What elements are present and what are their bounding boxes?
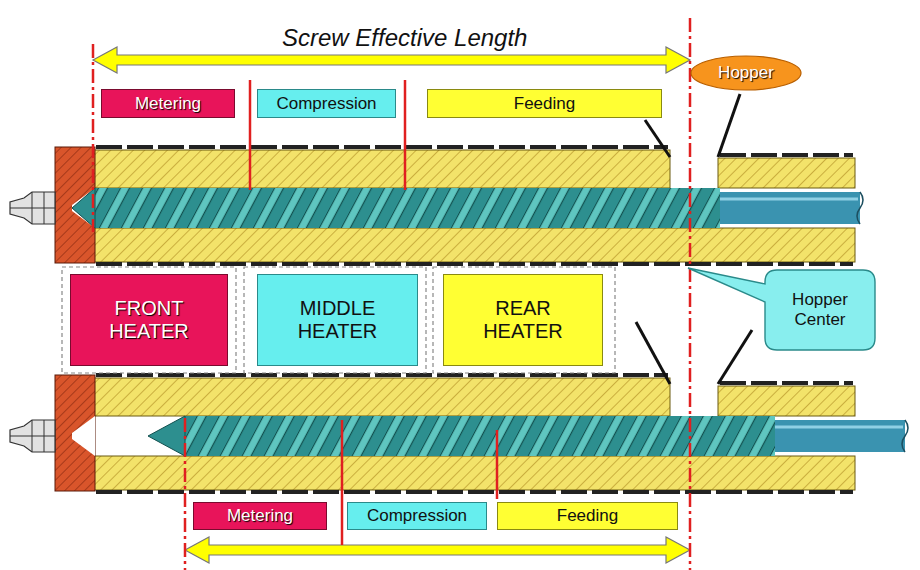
shaft-break xyxy=(857,192,863,224)
screw-shaft xyxy=(720,192,860,224)
hopper-wall xyxy=(645,120,670,157)
hopper-ellipse: Hopper xyxy=(690,55,802,91)
screw-shaft xyxy=(775,420,905,452)
hopper-wall xyxy=(718,330,752,384)
hopper-shape xyxy=(691,56,801,90)
screw-flights xyxy=(185,416,775,456)
node-text: Feeding xyxy=(514,94,575,114)
heater-box: MIDDLE HEATER xyxy=(257,274,418,366)
section-label: Compression xyxy=(257,89,396,118)
section-label: Metering xyxy=(193,502,327,530)
node-text: Compression xyxy=(276,94,376,114)
section-label: Metering xyxy=(101,89,235,118)
callout-box: Hopper Center xyxy=(765,270,875,350)
section-line xyxy=(92,44,95,232)
node-text: Hopper xyxy=(718,63,774,83)
screw-flights xyxy=(95,188,720,228)
dimension-label: Screw Effective Length xyxy=(282,24,527,52)
shaft-highlight xyxy=(775,426,903,429)
section-line xyxy=(496,430,499,499)
section-label: Feeding xyxy=(497,502,678,530)
section-label: Feeding xyxy=(427,89,662,118)
section-line xyxy=(404,80,407,190)
shaft-break xyxy=(902,420,908,452)
node-text: MIDDLE HEATER xyxy=(283,297,393,343)
section-label: Compression xyxy=(347,502,487,530)
shaft-highlight xyxy=(720,198,858,201)
section-line xyxy=(184,418,187,570)
callout-shape xyxy=(688,268,875,350)
length-arrow xyxy=(185,537,690,563)
heater-zone xyxy=(244,267,426,373)
node-text: Metering xyxy=(135,94,201,114)
node-text: Feeding xyxy=(557,506,618,526)
barrel xyxy=(10,375,855,492)
node-text: REAR HEATER xyxy=(468,297,578,343)
heater-zone xyxy=(433,267,615,373)
screw-tip xyxy=(148,416,185,456)
node-text: FRONT HEATER xyxy=(94,297,204,343)
heater-box: FRONT HEATER xyxy=(70,274,228,366)
hopper-wall xyxy=(718,94,740,157)
section-line xyxy=(341,420,344,545)
node-text: Metering xyxy=(227,506,293,526)
screw-tip xyxy=(72,188,95,228)
node-text: Hopper Center xyxy=(780,290,860,329)
section-line xyxy=(249,80,252,190)
heater-zone xyxy=(62,267,236,373)
hopper-wall xyxy=(636,322,670,384)
heater-box: REAR HEATER xyxy=(443,274,603,366)
hopper-center-line xyxy=(689,18,692,570)
node-text: Compression xyxy=(367,506,467,526)
